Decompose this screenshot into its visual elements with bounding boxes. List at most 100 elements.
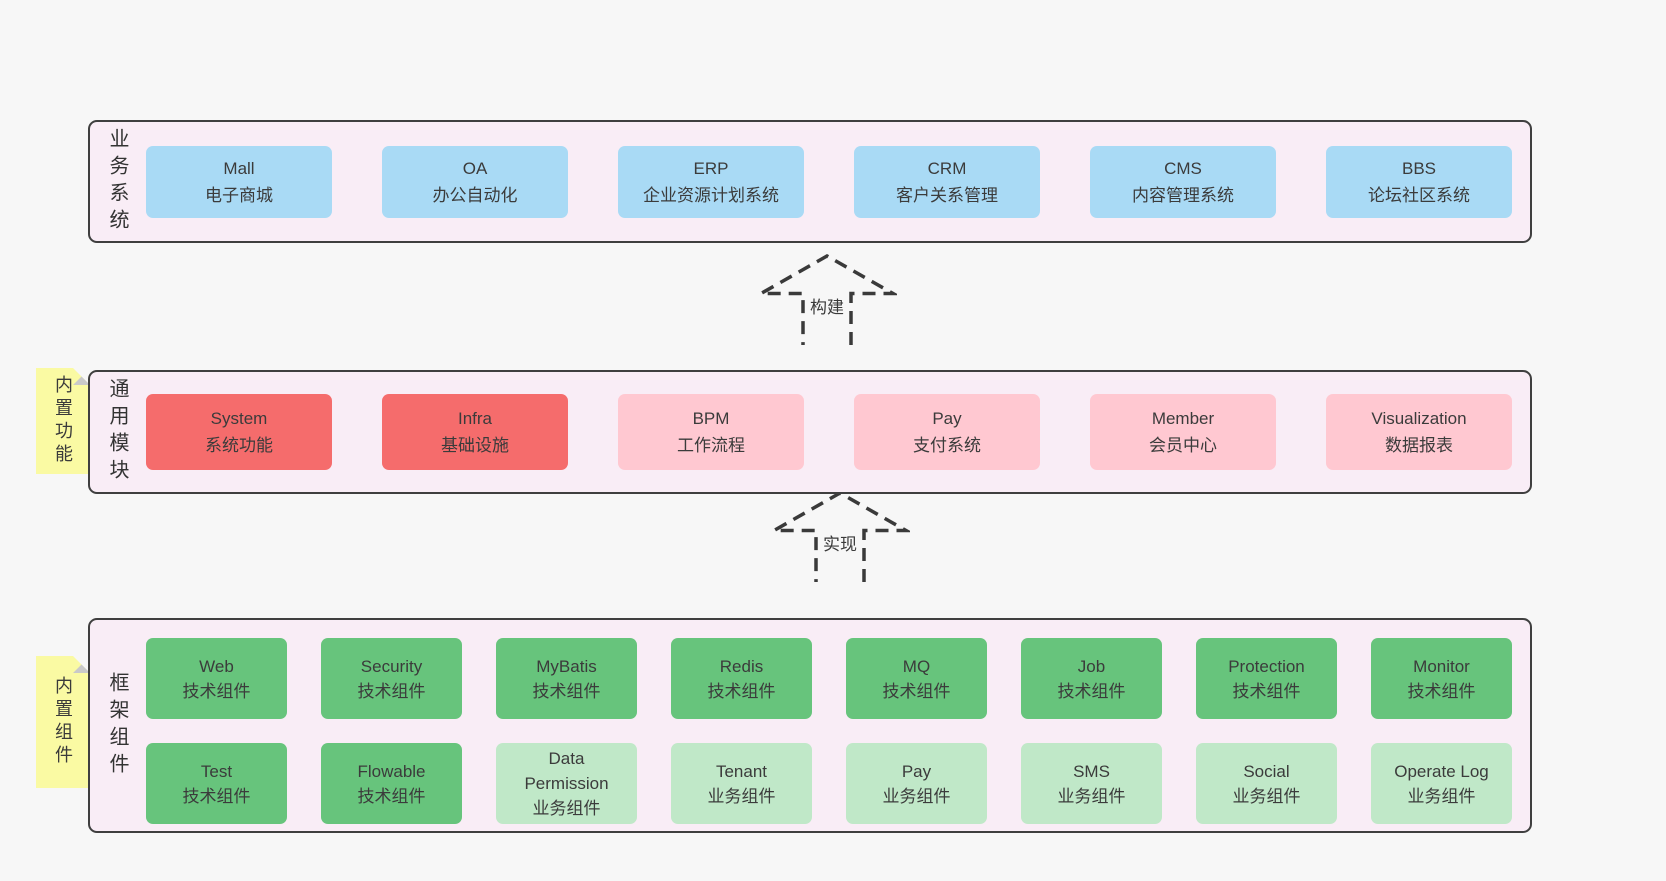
node-pay-module-zh: 支付系统 — [913, 436, 981, 455]
node-protection-en: Protection — [1228, 656, 1305, 676]
node-test-en: Test — [200, 761, 233, 781]
node-social: Social 业务组件 — [1196, 743, 1337, 824]
modules-row: System 系统功能 Infra 基础设施 BPM 工作流程 Pay 支付系统… — [146, 394, 1512, 470]
node-security: Security 技术组件 — [321, 638, 462, 719]
node-security-en: Security — [360, 656, 423, 676]
node-sms-en: SMS — [1073, 761, 1110, 781]
dashed-up-arrow-icon — [757, 253, 897, 345]
components-row-2: Test 技术组件 Flowable 技术组件 Data Permission … — [146, 743, 1512, 824]
node-system-zh: 系统功能 — [205, 436, 273, 455]
node-mq-zh: 技术组件 — [882, 681, 951, 701]
node-erp-zh: 企业资源计划系统 — [643, 186, 779, 205]
panel-components-label: 框架组件 — [106, 671, 128, 780]
node-infra: Infra 基础设施 — [382, 394, 568, 470]
node-protection: Protection 技术组件 — [1196, 638, 1337, 719]
node-cms-en: CMS — [1164, 159, 1202, 178]
node-flowable-en: Flowable — [357, 761, 426, 781]
note-modules-text: 内置功能 — [53, 375, 73, 467]
node-bpm: BPM 工作流程 — [618, 394, 804, 470]
node-operate-log-en: Operate Log — [1394, 761, 1489, 781]
note-components-text: 内置组件 — [53, 676, 73, 768]
node-erp-en: ERP — [693, 159, 729, 178]
node-pay-module-en: Pay — [932, 409, 962, 428]
node-crm-zh: 客户关系管理 — [896, 186, 998, 205]
node-operate-log: Operate Log 业务组件 — [1371, 743, 1512, 824]
node-data-permission-en: Data Permission — [524, 749, 609, 793]
node-member-zh: 会员中心 — [1149, 436, 1217, 455]
arrow-build: 构建 — [757, 253, 897, 345]
node-member-en: Member — [1151, 409, 1215, 428]
node-crm-en: CRM — [927, 159, 967, 178]
node-sms-zh: 业务组件 — [1057, 786, 1126, 806]
arrow-implement: 实现 — [770, 490, 910, 582]
node-cms: CMS 内容管理系统 — [1090, 146, 1276, 218]
panel-business-systems: 业务系统 Mall 电子商城 OA 办公自动化 ERP 企业资源计划系统 CRM… — [88, 120, 1532, 243]
node-pay-module: Pay 支付系统 — [854, 394, 1040, 470]
node-bpm-zh: 工作流程 — [677, 436, 745, 455]
node-visualization: Visualization 数据报表 — [1326, 394, 1512, 470]
node-job-zh: 技术组件 — [1057, 681, 1126, 701]
node-mybatis: MyBatis 技术组件 — [496, 638, 637, 719]
sticky-note-builtin-components: 内置组件 — [36, 656, 90, 788]
node-bbs: BBS 论坛社区系统 — [1326, 146, 1512, 218]
node-pay-component-en: Pay — [901, 761, 932, 781]
node-test: Test 技术组件 — [146, 743, 287, 824]
node-data-permission: Data Permission 业务组件 — [496, 743, 637, 824]
node-operate-log-zh: 业务组件 — [1407, 786, 1476, 806]
node-redis-zh: 技术组件 — [707, 681, 776, 701]
node-social-zh: 业务组件 — [1232, 786, 1301, 806]
node-mall-en: Mall — [223, 159, 255, 178]
node-tenant-zh: 业务组件 — [707, 786, 776, 806]
node-oa-zh: 办公自动化 — [432, 186, 518, 205]
node-bbs-en: BBS — [1401, 159, 1437, 178]
node-web: Web 技术组件 — [146, 638, 287, 719]
node-web-en: Web — [199, 656, 234, 676]
node-member: Member 会员中心 — [1090, 394, 1276, 470]
sticky-note-builtin-functions: 内置功能 — [36, 368, 90, 474]
node-sms: SMS 业务组件 — [1021, 743, 1162, 824]
node-system: System 系统功能 — [146, 394, 332, 470]
node-social-en: Social — [1243, 761, 1290, 781]
node-redis: Redis 技术组件 — [671, 638, 812, 719]
node-tenant-en: Tenant — [715, 761, 768, 781]
node-system-en: System — [210, 409, 268, 428]
node-visualization-zh: 数据报表 — [1385, 436, 1453, 455]
node-infra-en: Infra — [457, 409, 493, 428]
node-monitor: Monitor 技术组件 — [1371, 638, 1512, 719]
node-pay-component: Pay 业务组件 — [846, 743, 987, 824]
node-protection-zh: 技术组件 — [1232, 681, 1301, 701]
node-oa: OA 办公自动化 — [382, 146, 568, 218]
node-crm: CRM 客户关系管理 — [854, 146, 1040, 218]
node-monitor-zh: 技术组件 — [1407, 681, 1476, 701]
node-job: Job 技术组件 — [1021, 638, 1162, 719]
node-security-zh: 技术组件 — [357, 681, 426, 701]
node-flowable-zh: 技术组件 — [357, 786, 426, 806]
node-redis-en: Redis — [719, 656, 764, 676]
panel-modules-label: 通用模块 — [106, 378, 128, 486]
node-mall-zh: 电子商城 — [205, 186, 273, 205]
node-cms-zh: 内容管理系统 — [1132, 186, 1234, 205]
node-web-zh: 技术组件 — [182, 681, 251, 701]
node-tenant: Tenant 业务组件 — [671, 743, 812, 824]
node-bbs-zh: 论坛社区系统 — [1368, 186, 1470, 205]
panel-common-modules: 通用模块 System 系统功能 Infra 基础设施 BPM 工作流程 Pay… — [88, 370, 1532, 494]
node-infra-zh: 基础设施 — [441, 436, 509, 455]
arrow-implement-label: 实现 — [820, 530, 860, 555]
node-data-permission-zh: 业务组件 — [532, 799, 601, 818]
components-row-1: Web 技术组件 Security 技术组件 MyBatis 技术组件 Redi… — [146, 638, 1512, 719]
panel-framework-components: 框架组件 Web 技术组件 Security 技术组件 MyBatis 技术组件… — [88, 618, 1532, 833]
node-test-zh: 技术组件 — [182, 786, 251, 806]
node-visualization-en: Visualization — [1371, 409, 1467, 428]
node-mall: Mall 电子商城 — [146, 146, 332, 218]
node-mybatis-zh: 技术组件 — [532, 681, 601, 701]
node-mq: MQ 技术组件 — [846, 638, 987, 719]
arrow-build-label: 构建 — [807, 293, 847, 318]
node-job-en: Job — [1077, 656, 1106, 676]
panel-business-label: 业务系统 — [106, 127, 128, 236]
node-monitor-en: Monitor — [1413, 656, 1470, 676]
node-mq-en: MQ — [902, 656, 931, 676]
node-flowable: Flowable 技术组件 — [321, 743, 462, 824]
business-row: Mall 电子商城 OA 办公自动化 ERP 企业资源计划系统 CRM 客户关系… — [146, 146, 1512, 218]
node-pay-component-zh: 业务组件 — [882, 786, 951, 806]
